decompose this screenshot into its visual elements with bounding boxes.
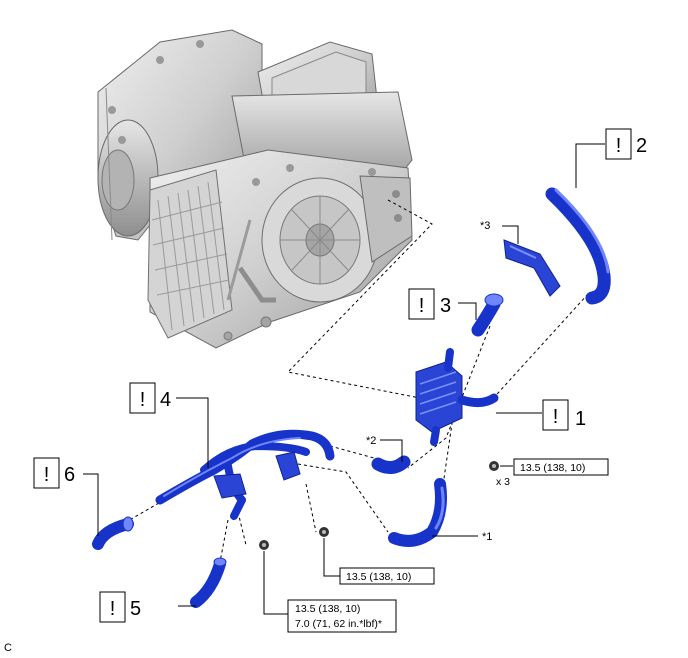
callout-2: ! 2 — [605, 128, 647, 160]
torque-spec-lower: 13.5 (138, 10) 7.0 (71, 62 in.*lbf)* — [287, 599, 397, 633]
callout-5: ! 5 — [99, 591, 141, 623]
torque-value: 13.5 (138, 10) — [346, 571, 411, 583]
callout-number: 6 — [64, 464, 75, 486]
diagram-code: C — [4, 642, 12, 654]
hose-1-lower — [388, 478, 447, 547]
caution-mark: ! — [110, 598, 116, 620]
callout-number: 4 — [160, 389, 171, 411]
caution-mark: ! — [419, 295, 425, 317]
hose-elbow-2 — [371, 455, 411, 474]
bolt-middle — [319, 527, 329, 537]
callout-1: ! 1 — [542, 399, 586, 431]
caution-mark: ! — [44, 464, 50, 486]
note-star-1: *1 — [482, 531, 492, 543]
callout-4: ! 4 — [129, 382, 171, 414]
callout-6: ! 6 — [33, 457, 75, 489]
caution-mark: ! — [616, 135, 622, 157]
oil-cooler-1 — [415, 348, 499, 446]
caution-mark: ! — [140, 389, 146, 411]
torque-value: 13.5 (138, 10) — [520, 462, 585, 474]
leader-lines — [83, 143, 605, 615]
bolt-quantity: x 3 — [496, 476, 510, 488]
torque-value-alt: 7.0 (71, 62 in.*lbf)* — [295, 618, 382, 630]
callout-number: 1 — [575, 408, 586, 430]
transaxle-assembly — [97, 29, 413, 349]
caution-mark: ! — [553, 406, 559, 428]
hose-3 — [471, 293, 504, 337]
hose-2 — [545, 187, 611, 305]
callout-3: ! 3 — [408, 288, 451, 320]
torque-spec-right: 13.5 (138, 10) x 3 — [496, 458, 609, 488]
note-star-3: *3 — [480, 220, 490, 232]
callout-number: 3 — [440, 295, 451, 317]
tube-assembly-4 — [155, 429, 335, 520]
callout-number: 2 — [636, 135, 647, 157]
bracket-3 — [503, 239, 561, 297]
hose-5 — [190, 557, 227, 608]
bolt-lower — [259, 540, 269, 550]
note-star-2: *2 — [366, 435, 376, 447]
callout-number: 5 — [130, 598, 141, 620]
torque-value: 13.5 (138, 10) — [295, 603, 360, 615]
hose-6 — [92, 516, 134, 550]
torque-spec-middle: 13.5 (138, 10) — [339, 567, 435, 585]
bolt-right — [489, 461, 499, 471]
